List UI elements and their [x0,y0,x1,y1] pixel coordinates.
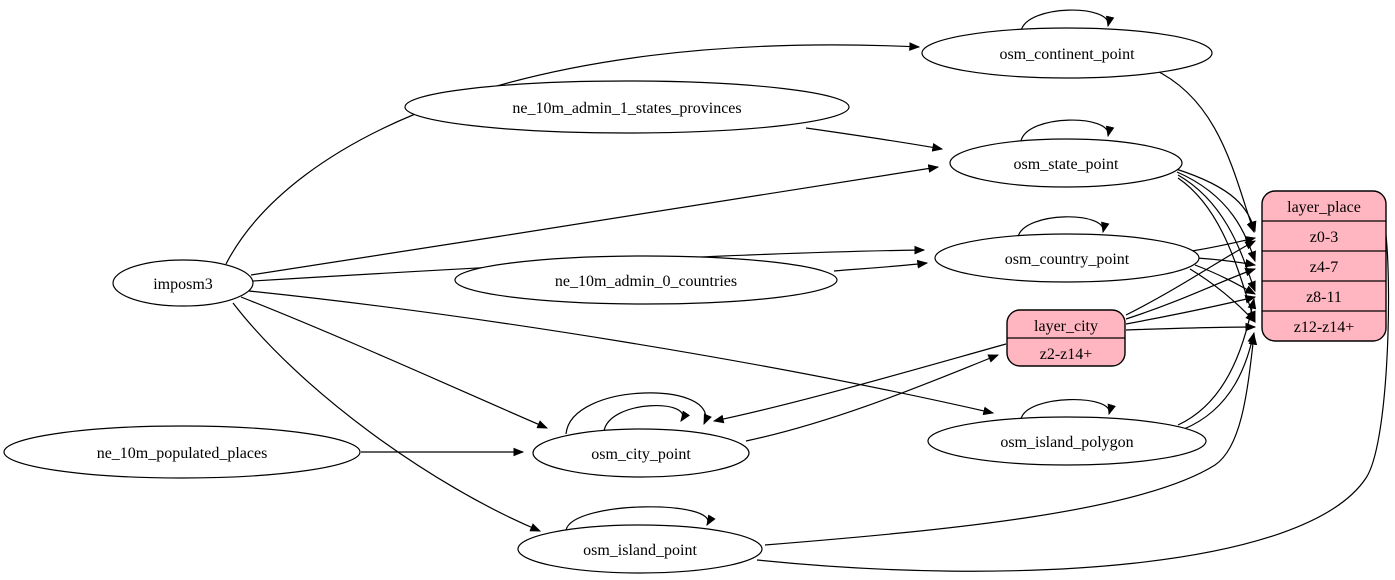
node-osm_country_point-label: osm_country_point [1005,251,1130,268]
edge-layer_city-layer_place-z8-11 [1125,295,1257,325]
record-layer_city-row-z2-z14: z2-z14+ [1040,346,1093,363]
node-ne_10m_admin_1_states_provinces: ne_10m_admin_1_states_provinces [404,80,850,134]
record-layer_city-title: layer_city [1034,318,1098,335]
edge-imposm3-osm_city_point [240,296,549,429]
record-layer_place-row-z12-z14: z12-z14+ [1294,319,1355,336]
edge-osm_country_point-layer_place-z8-11 [1194,264,1257,295]
edge-osm_state_point-layer_place-z0-3 [1175,168,1257,233]
node-osm_island_polygon-label: osm_island_polygon [1000,434,1133,451]
edge-osm_state_point-layer_place-z8-11 [1177,174,1256,293]
edge-layer_city-layer_place-z4-7 [1125,267,1257,320]
node-ne_10m_admin_1_states_provinces-label: ne_10m_admin_1_states_provinces [512,100,741,117]
record-layer_place-row-z4-7: z4-7 [1310,259,1338,276]
node-ne_10m_populated_places-label: ne_10m_populated_places [97,445,268,462]
node-osm_continent_point: osm_continent_point [921,27,1213,79]
edge-imposm3-osm_state_point [250,164,940,276]
edge-imposm3-osm_island_polygon [248,290,995,416]
edge-layer_city-layer_place-z12-z14 [1125,322,1257,332]
node-osm_island_point: osm_island_point [517,524,763,574]
node-ne_10m_populated_places-shape [3,425,361,479]
selfloop-osm_city_point-outer [565,392,712,435]
node-ne_10m_admin_0_countries: ne_10m_admin_0_countries [454,255,838,305]
record-layer_place-title: layer_place [1287,199,1361,216]
node-osm_continent_point-label: osm_continent_point [999,46,1135,63]
edge-osm_country_point-layer_place-z4-7 [1196,257,1257,268]
node-osm_state_point-label: osm_state_point [1014,156,1119,173]
node-ne_10m_populated_places: ne_10m_populated_places [3,425,361,479]
selfloop-osm_country_point [1017,216,1110,238]
node-ne_10m_admin_1_states_provinces-shape [404,80,850,134]
edge-layer_city-layer_place-z0-3 [1125,240,1257,316]
edge-imposm3-osm_island_point [232,302,542,532]
edge-ne_10m_admin_1_states_provinces-osm_state_point [805,127,944,152]
selfloop-osm_state_point [1020,119,1115,142]
node-osm_island_point-label: osm_island_point [583,542,697,559]
node-osm_continent_point-shape [921,27,1213,79]
record-layer_place-box [1261,190,1387,342]
record-layer_place-row-z0-3: z0-3 [1310,229,1338,246]
selfloop-osm_island_point [565,506,716,531]
node-imposm3-shape [112,259,254,307]
edge-imposm3-osm_continent_point [225,42,921,265]
node-ne_10m_admin_0_countries-shape [454,255,838,305]
selfloop-osm_continent_point [1020,9,1115,32]
node-osm_city_point: osm_city_point [532,428,750,478]
selfloop-osm_city_point-inner [603,404,691,432]
edge-ne_10m_admin_0_countries-osm_country_point [833,259,929,272]
edge-osm_state_point-layer_place-z4-7 [1176,171,1256,263]
edge-osm_country_point-layer_place-z0-3 [1191,235,1257,252]
node-osm_island_polygon-shape [927,416,1207,466]
node-osm_country_point: osm_country_point [934,233,1200,283]
edge-layer_city-osm_city_point [712,343,1007,424]
node-osm_country_point-shape [934,233,1200,283]
record-layer_city: layer_city z2-z14+ [1006,309,1126,367]
node-imposm3-label: imposm3 [153,276,213,293]
edge-group [225,9,1390,572]
node-ne_10m_admin_0_countries-label: ne_10m_admin_0_countries [555,273,737,290]
node-osm_island_polygon: osm_island_polygon [927,416,1207,466]
record-layer_place: layer_place z0-3 z4-7 z8-11 z12-z14+ [1261,190,1387,342]
edge-osm_continent_point-layer_place-z0-3 [1152,68,1255,234]
node-osm_island_point-shape [517,524,763,574]
node-osm_city_point-label: osm_city_point [591,446,691,463]
edge-osm_island_polygon-layer_place-z8-11 [1177,297,1257,426]
edge-osm_city_point-layer_city-z2-z14 [745,354,1000,442]
edge-osm_island_point-layer_place-z12-z14 [764,333,1258,546]
node-osm_state_point-shape [949,138,1183,188]
node-osm_state_point: osm_state_point [949,138,1183,188]
node-imposm3: imposm3 [112,259,254,307]
node-osm_city_point-shape [532,428,750,478]
record-layer_place-row-z8-11: z8-11 [1306,289,1342,306]
selfloop-osm_island_polygon [1020,399,1116,420]
